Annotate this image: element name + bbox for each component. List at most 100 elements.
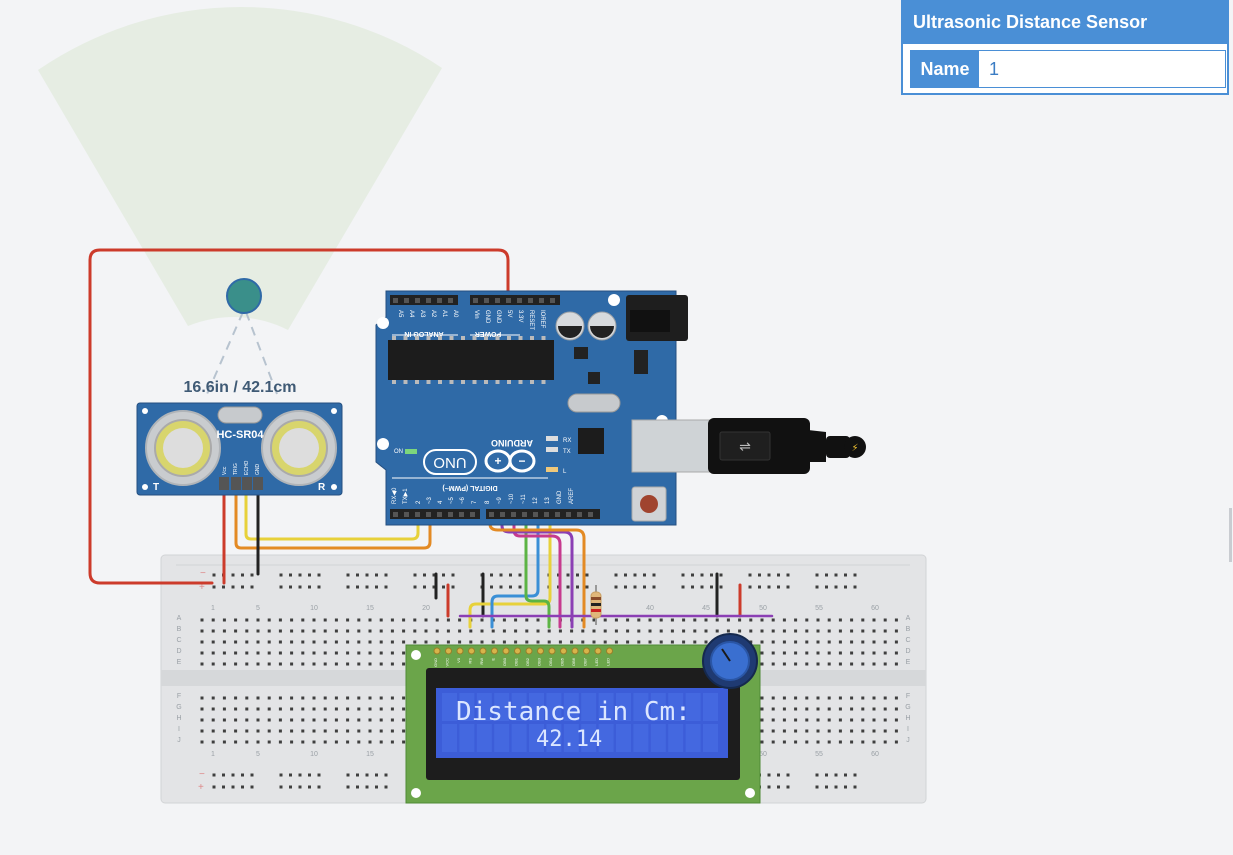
digital-pin-label: TX▶1 xyxy=(403,488,409,504)
arduino-uno[interactable]: A0 A1 A2 A3 A4 A5 IOREF RESET 3.3V 5V GN… xyxy=(375,290,688,526)
rail-minus-symbol: − xyxy=(199,769,205,780)
bb-row-letter: C xyxy=(905,637,910,644)
digital-pin-label: RX◀0 xyxy=(392,487,398,504)
lcd-pin-label: DB7 xyxy=(583,657,588,666)
header-digital-high xyxy=(486,509,600,519)
name-field-row: Name xyxy=(910,50,1226,88)
lcd-pin-label: VCC xyxy=(445,658,450,667)
bb-col-number: 40 xyxy=(646,605,654,612)
bb-row-letter: I xyxy=(178,726,180,733)
sensor-detection-range xyxy=(38,6,442,331)
bb-col-number: 10 xyxy=(310,605,318,612)
lcd-pin-label: DB4 xyxy=(548,657,553,666)
wire-db6 xyxy=(500,513,574,629)
header-analog xyxy=(390,295,458,305)
bb-col-number: 20 xyxy=(422,605,430,612)
usb-icon: ⇌ xyxy=(739,439,751,455)
sensor-crystal xyxy=(217,406,263,424)
analog-pin-label: A5 xyxy=(397,310,403,318)
bb-col-number: 1 xyxy=(211,751,215,758)
lcd-line-1: Distance in Cm: xyxy=(456,697,691,727)
potentiometer-knob-indicator xyxy=(721,648,731,662)
mount-hole xyxy=(377,317,389,329)
bb-col-number: 1 xyxy=(211,605,215,612)
sensor-pin-label: GND xyxy=(255,464,261,476)
bb-row-letter: J xyxy=(177,737,181,744)
sensor-pin-gnd[interactable] xyxy=(253,477,263,490)
header-digital-low xyxy=(390,509,480,519)
usb-plug-icon: ⚡ xyxy=(851,443,858,454)
power-pin-label: 5V xyxy=(506,310,512,317)
bb-col-number: 55 xyxy=(815,605,823,612)
bb-row-letter: H xyxy=(905,715,910,722)
digital-pin-label: ~10 xyxy=(509,493,515,504)
lcd-pin-label: DB6 xyxy=(571,657,576,666)
wire-5v xyxy=(88,248,510,585)
bb-row-letter: D xyxy=(905,648,910,655)
lcd-pin-label: DB2 xyxy=(525,657,530,666)
lcd-pin-label: RS xyxy=(468,658,473,664)
gnd-pin-label: GND xyxy=(557,490,563,504)
wires[interactable] xyxy=(88,248,774,629)
microcontroller-chip xyxy=(388,340,554,380)
lcd-line-2: 42.14 xyxy=(536,727,602,752)
panel-title: Ultrasonic Distance Sensor xyxy=(903,0,1227,44)
lcd-pin-label: E xyxy=(491,658,496,661)
bb-row-letter: I xyxy=(907,726,909,733)
power-pin-label: GND xyxy=(484,310,490,324)
sensor-corner-label: T xyxy=(153,482,159,493)
header-power xyxy=(470,295,560,305)
power-pin-label: RESET xyxy=(528,310,534,330)
wire-rs xyxy=(468,513,552,629)
name-field-input[interactable] xyxy=(979,51,1225,87)
analog-pin-label: A3 xyxy=(419,310,425,318)
lcd-pin-label: DB5 xyxy=(560,657,565,666)
digital-label: DIGITAL (PWM~) xyxy=(442,484,497,491)
ultrasonic-sensor[interactable]: HC-SR04 Vcc TRIG ECHO GND T R xyxy=(136,402,343,496)
rail-plus-symbol: + xyxy=(198,782,204,793)
analog-pin-label: A0 xyxy=(452,310,458,318)
properties-panel: Ultrasonic Distance Sensor Name xyxy=(901,0,1229,95)
svg-text:−: − xyxy=(518,454,525,468)
crystal-oscillator xyxy=(567,393,621,413)
sensor-pin-echo[interactable] xyxy=(242,477,252,490)
digital-pin-label: 2 xyxy=(416,500,422,504)
sensor-pin-trig[interactable] xyxy=(231,477,241,490)
scrollbar-thumb[interactable] xyxy=(1229,508,1232,562)
bb-row-letter: H xyxy=(176,715,181,722)
on-label: ON xyxy=(394,449,403,455)
sensor-pin-label: TRIG xyxy=(233,463,239,475)
bb-col-number: 15 xyxy=(366,605,374,612)
usb-cable[interactable]: ⚡ ⇌ xyxy=(631,418,866,474)
analog-pin-label: A4 xyxy=(408,310,414,318)
bb-col-number: 60 xyxy=(871,751,879,758)
power-pin-label: IOREF xyxy=(539,310,545,329)
sensor-pin-vcc[interactable] xyxy=(219,477,229,490)
name-field-label: Name xyxy=(911,51,979,87)
header-pins xyxy=(393,298,593,517)
analog-in-label: ANALOG IN xyxy=(404,330,443,337)
digital-pin-label: 13 xyxy=(545,497,551,504)
digital-pin-label: 4 xyxy=(438,500,444,504)
lcd-pin-label: V0 xyxy=(456,657,461,663)
l-label: L xyxy=(563,469,567,475)
wire-e xyxy=(490,513,540,629)
aref-pin-label: AREF xyxy=(569,488,575,504)
rail-plus-symbol: + xyxy=(199,582,205,593)
mount-hole xyxy=(608,294,620,306)
bb-row-letter: F xyxy=(906,693,910,700)
bb-row-letter: F xyxy=(177,693,181,700)
bb-col-number: 45 xyxy=(702,605,710,612)
wire-db4 xyxy=(524,513,551,629)
bb-col-number: 5 xyxy=(256,605,260,612)
bb-row-letter: E xyxy=(906,659,911,666)
resistor[interactable] xyxy=(590,585,602,625)
bb-row-letter: E xyxy=(177,659,182,666)
sensor-model-label: HC-SR04 xyxy=(216,429,264,441)
bb-row-letter: B xyxy=(177,626,182,633)
distance-reading: 16.6in / 42.1cm xyxy=(184,379,297,396)
bb-row-letter: G xyxy=(176,704,181,711)
detected-object[interactable] xyxy=(226,278,262,314)
